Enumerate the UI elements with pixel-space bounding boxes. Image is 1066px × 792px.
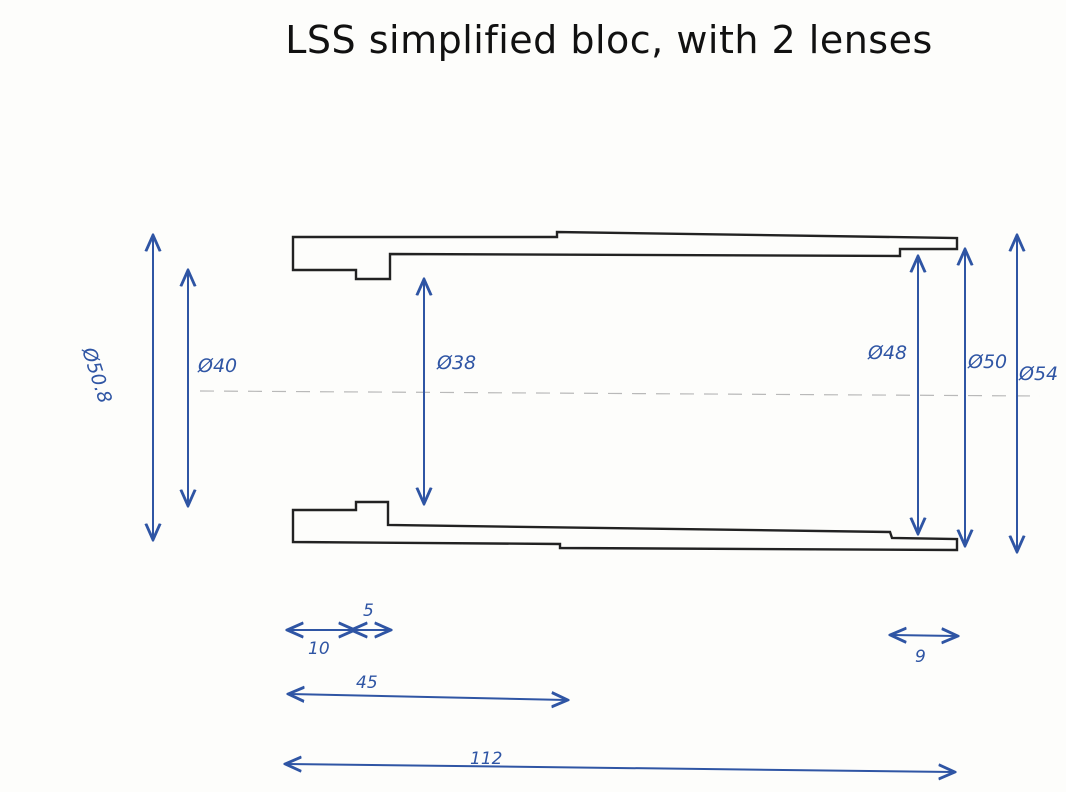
optical-axis-line xyxy=(199,390,1041,397)
length-45-label: 45 xyxy=(356,673,378,693)
length-112-label: 112 xyxy=(470,749,502,769)
diameter-38-label: Ø38 xyxy=(436,352,476,374)
tube-upper-wall xyxy=(291,230,959,281)
diameter-54-label: Ø54 xyxy=(1018,363,1058,385)
length-10-label: 10 xyxy=(308,639,330,659)
length-5-label: 5 xyxy=(363,601,374,621)
diameter-48-label: Ø48 xyxy=(867,342,907,364)
diameter-40-label: Ø40 xyxy=(197,355,237,377)
length-112-arrow xyxy=(287,764,953,772)
page-title: LSS simplified bloc, with 2 lenses xyxy=(285,18,933,62)
tube-lower-wall xyxy=(291,500,959,552)
length-45-arrow xyxy=(290,694,566,700)
length-9-arrow xyxy=(892,635,956,636)
length-9-label: 9 xyxy=(915,647,926,667)
diameter-50-label: Ø50 xyxy=(967,351,1007,373)
title-area: LSS simplified bloc, with 2 lenses xyxy=(0,0,1066,80)
diameter-508-label: Ø50.8 xyxy=(77,344,116,406)
